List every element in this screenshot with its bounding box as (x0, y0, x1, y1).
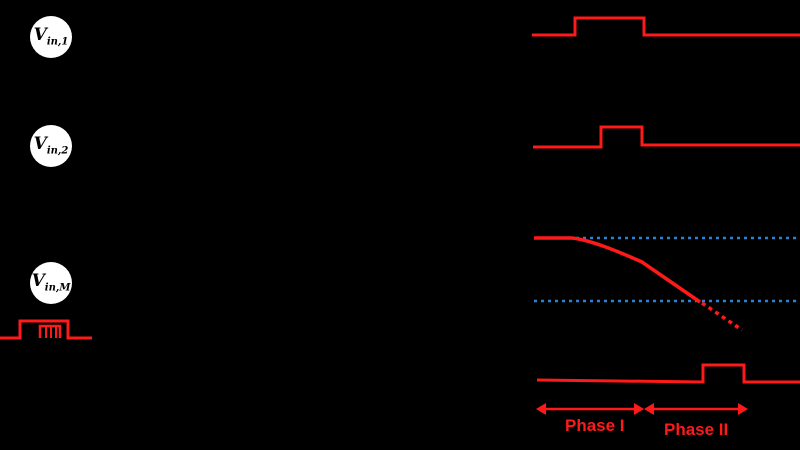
input-node-m-label: Vin,M (31, 270, 71, 294)
phase-2-label: Phase II (664, 420, 729, 439)
input-node-2-label: Vin,2 (33, 133, 69, 157)
phase-1-label: Phase I (565, 416, 625, 435)
output-pulse-waveform (536, 363, 800, 384)
input-node-2: Vin,2 (30, 125, 72, 167)
phase-1-arrow (536, 403, 644, 415)
membrane-potential-curve (534, 236, 701, 304)
membrane-potential-dotted-extension (701, 301, 743, 332)
input-1-pulse-waveform (532, 16, 800, 37)
input-node-m: Vin,M (30, 262, 72, 304)
input-node-1-label: Vin,1 (33, 24, 69, 48)
input-node-1: Vin,1 (30, 16, 72, 58)
phase-2-arrow (644, 403, 748, 415)
input-spike-train-waveform (0, 319, 92, 340)
input-2-pulse-waveform (533, 125, 800, 149)
